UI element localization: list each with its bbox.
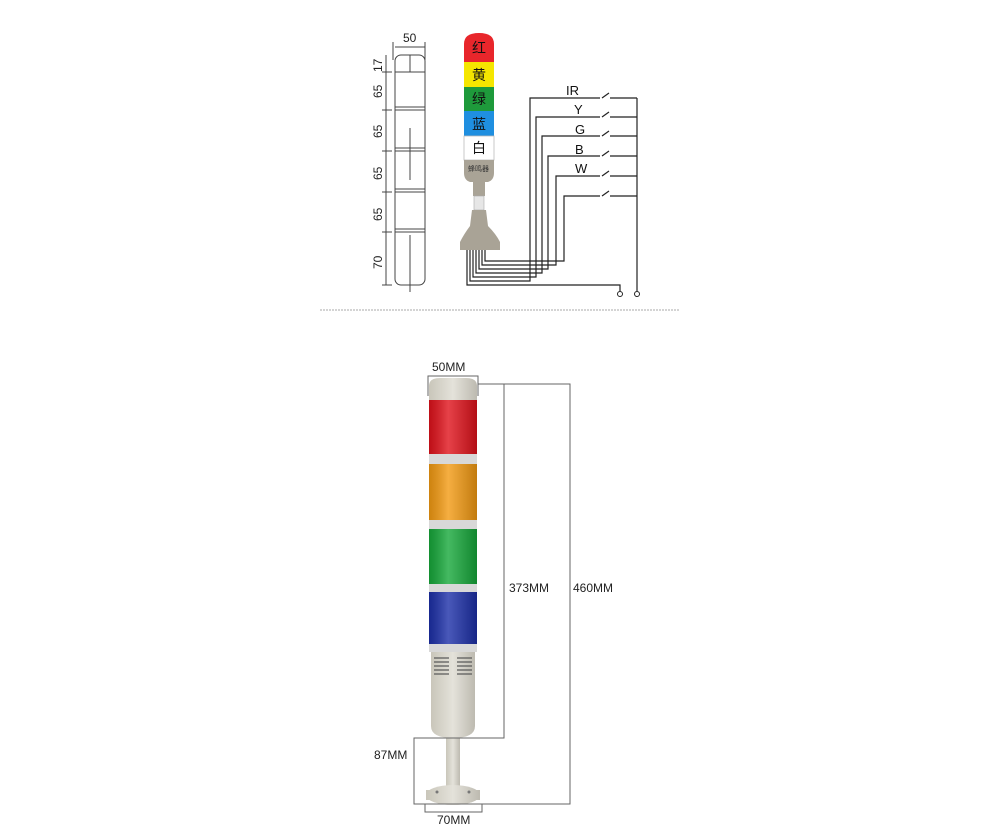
wire-label-green: G: [575, 122, 585, 137]
white-label: 白: [472, 141, 486, 157]
dim-height-label: 70: [371, 255, 385, 269]
buzzer-label: 蜂鸣器: [468, 164, 489, 173]
green-label: 绿: [472, 92, 486, 108]
yellow-label: 黄: [472, 67, 486, 84]
total-height-label: 460MM: [573, 581, 613, 595]
wire-label-yellow: Y: [574, 102, 583, 117]
red-label: 红: [472, 41, 486, 57]
signal-stack-diagram: [460, 33, 500, 250]
product-photo: 50MM 373MM 460MM 87MM 70MM: [374, 360, 613, 827]
base-width-label: 70MM: [437, 813, 470, 827]
wiring-diagram: [466, 92, 640, 297]
wire-label-red: IR: [566, 83, 579, 98]
dimension-outline: [382, 42, 426, 292]
body-height-label: 373MM: [509, 581, 549, 595]
dim-height-label: 65: [371, 84, 385, 98]
dim-height-label: 65: [371, 124, 385, 138]
dim-height-label: 17: [371, 58, 385, 72]
wire-label-white: W: [575, 161, 588, 176]
top-width-label: 50MM: [432, 360, 465, 374]
signal-tower: [426, 378, 480, 805]
pole-height-label: 87MM: [374, 748, 407, 762]
dim-width-label: 50: [403, 31, 417, 45]
dim-height-label: 65: [371, 166, 385, 180]
technical-drawing: 50 17 65 65 65 65 70 红 黄 绿 蓝 白 蜂鸣器: [320, 31, 680, 311]
dimension-lines: [413, 375, 571, 813]
dim-height-label: 65: [371, 207, 385, 221]
blue-label: 蓝: [472, 117, 486, 133]
wire-label-blue: B: [575, 142, 584, 157]
